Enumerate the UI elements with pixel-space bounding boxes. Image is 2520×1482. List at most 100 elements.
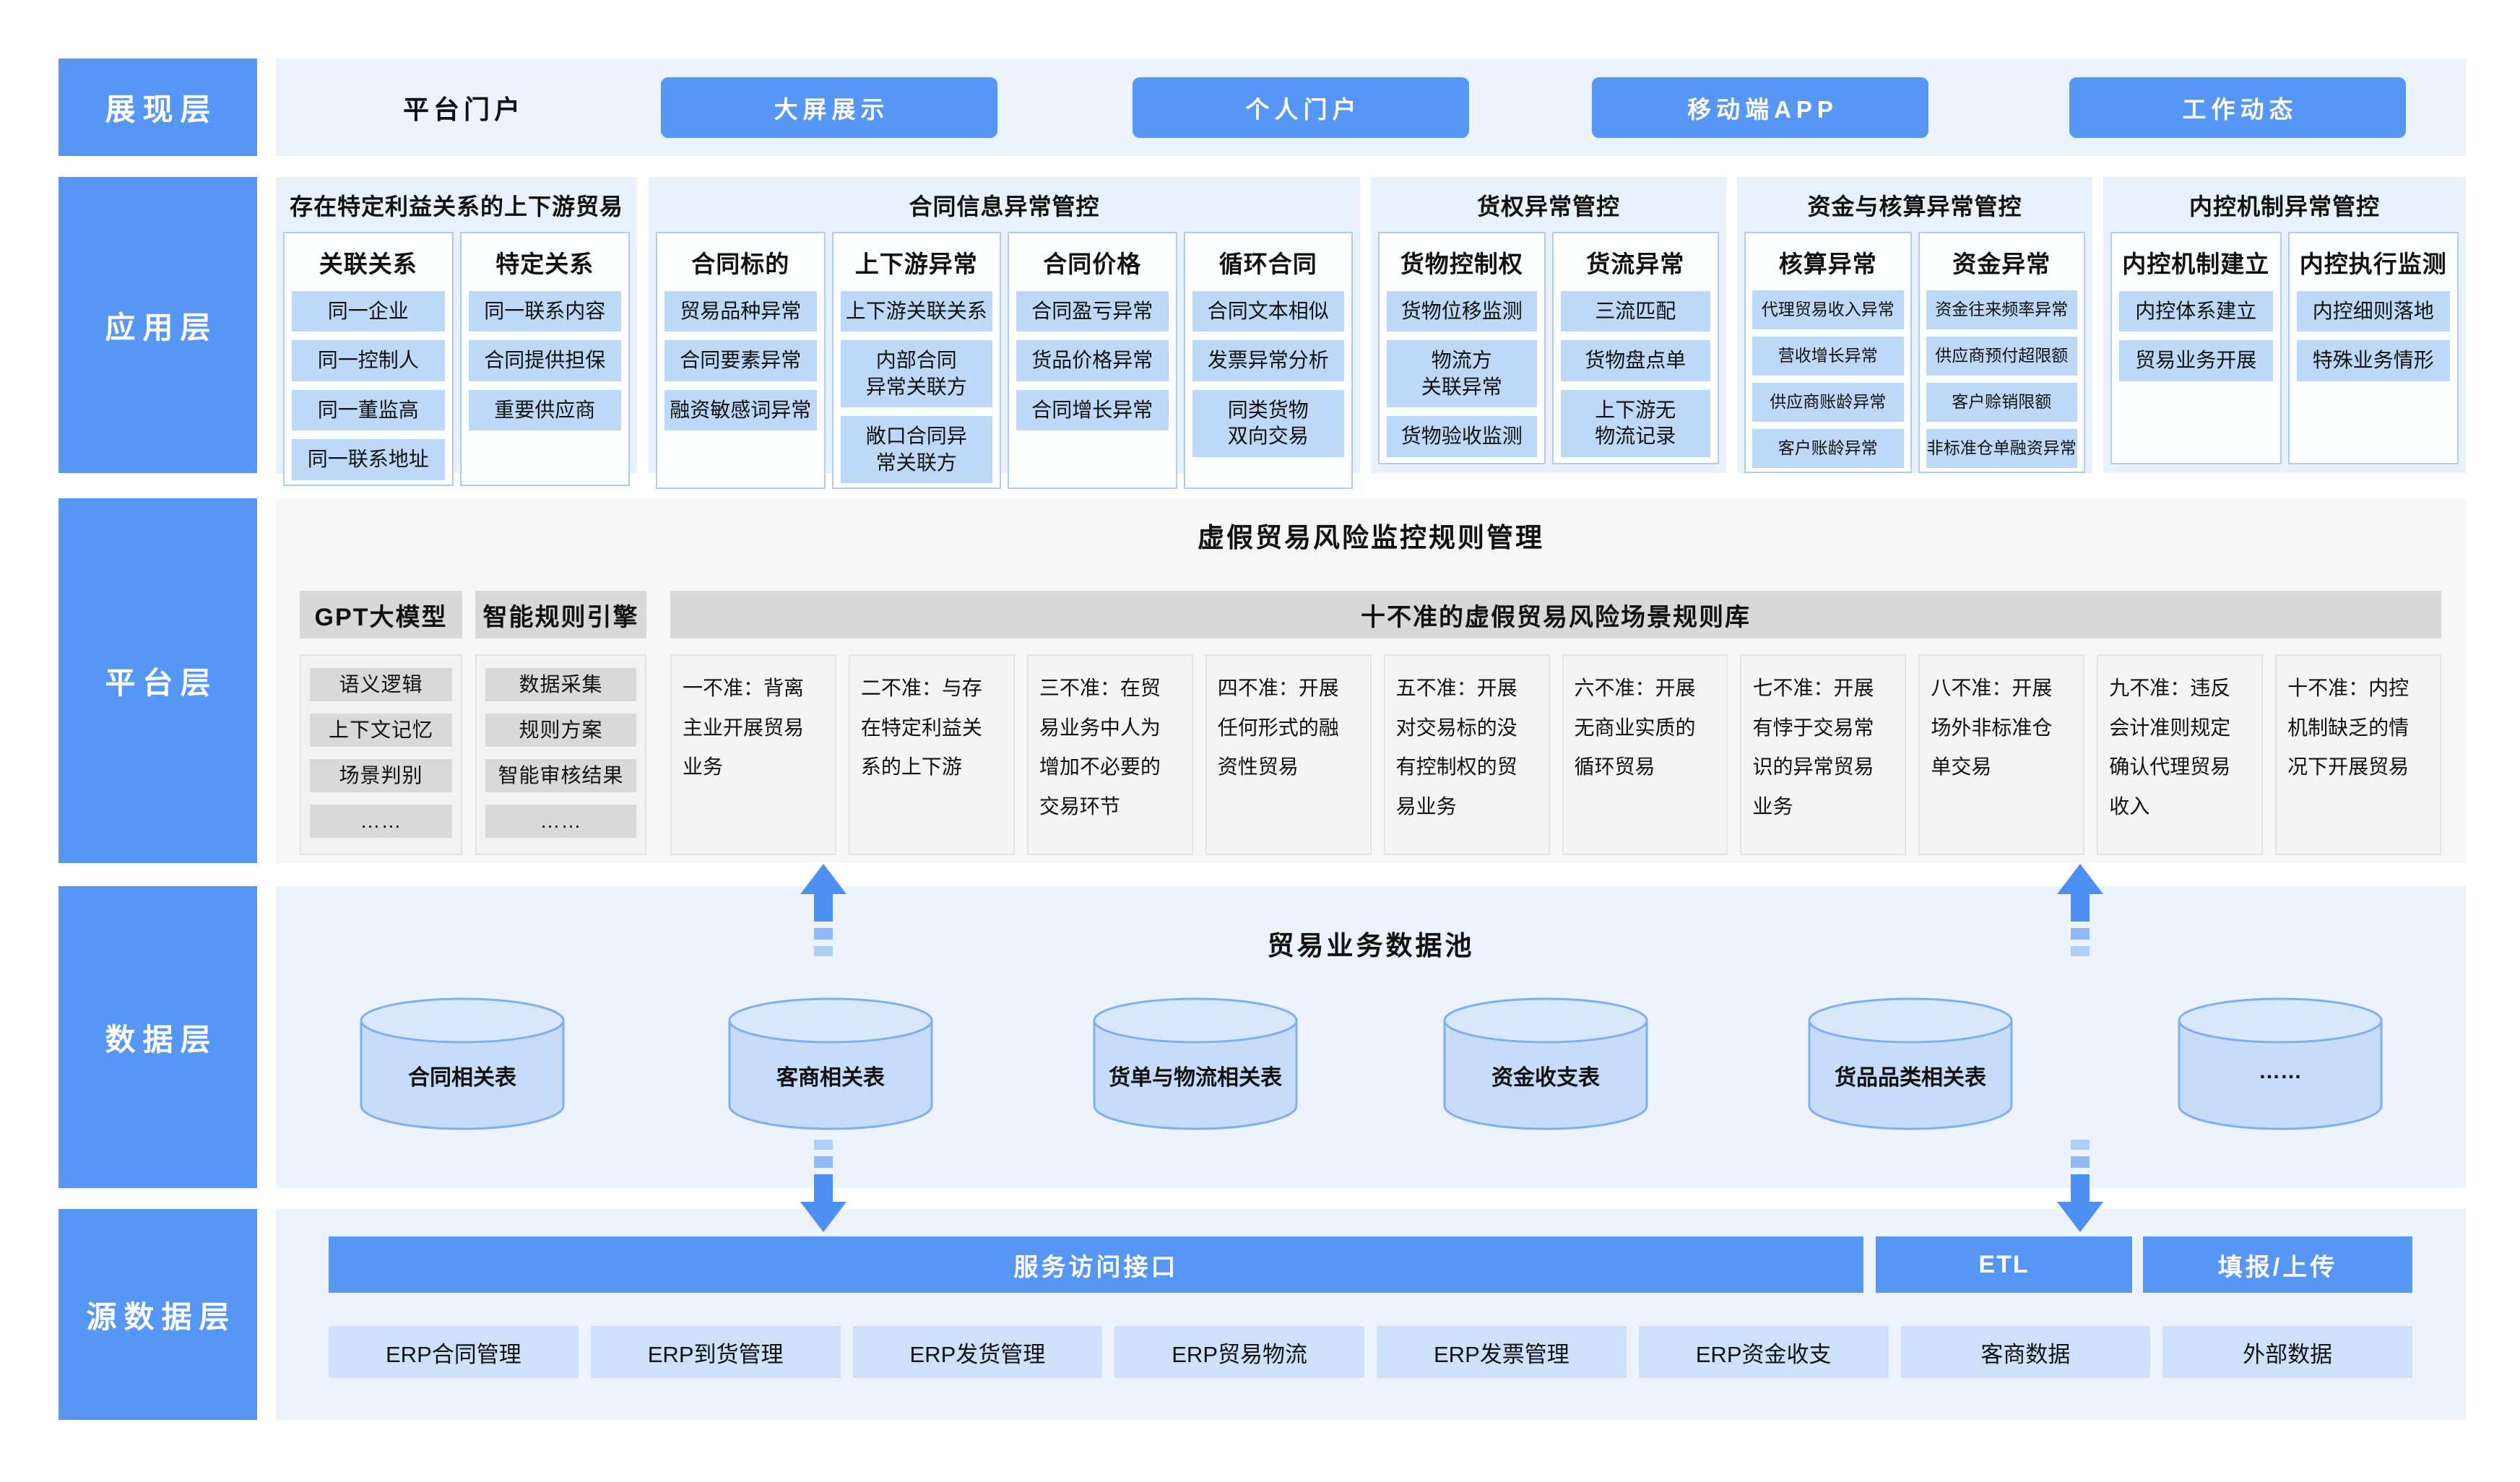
column-specific-relation: 特定关系 同一联系内容 合同提供担保 重要供应商 — [459, 232, 630, 486]
source-system: ERP合同管理 — [329, 1326, 579, 1378]
column-accounting-anomaly: 核算异常 代理贸易收入异常 营收增长异常 供应商账龄异常 客户账龄异常 — [1744, 232, 1912, 473]
sidebar-layer-platform: 平台层 — [59, 498, 257, 863]
column-header: 核算异常 — [1778, 251, 1877, 277]
arrow-down-icon — [800, 1140, 847, 1232]
column-header: 资金异常 — [1952, 251, 2051, 277]
platform-title: 虚假贸易风险监控规则管理 — [1198, 523, 1544, 552]
group-funds-accounting: 资金与核算异常管控 核算异常 代理贸易收入异常 营收增长异常 供应商账龄异常 客… — [1737, 177, 2092, 473]
rule-card-10: 十不准：内控机制缺乏的情况下开展贸易 — [2275, 654, 2442, 855]
source-system: 外部数据 — [2162, 1326, 2412, 1378]
group-title: 货权异常管控 — [1476, 194, 1620, 220]
rule-chip: 贸易品种异常 — [664, 291, 817, 332]
arrow-up-icon — [2057, 864, 2103, 956]
column-relation: 关联关系 同一企业 同一控制人 同一董监高 同一联系地址 — [283, 232, 454, 486]
column-header: 循环合同 — [1218, 251, 1317, 277]
rule-chip: 内部合同 异常关联方 — [840, 340, 992, 408]
cylinder-label: 合同相关表 — [408, 1066, 516, 1090]
column-updown-anomaly: 上下游异常 上下游关联关系 内部合同 异常关联方 敞口合同异 常关联方 — [831, 232, 1001, 489]
source-system: ERP发货管理 — [852, 1326, 1103, 1378]
rule-chip: 客户赊销限额 — [1926, 382, 2077, 422]
group-title: 内控机制异常管控 — [2188, 194, 2380, 220]
rule-chip: 特殊业务情形 — [2296, 340, 2450, 381]
data-pool-title: 贸易业务数据池 — [1267, 931, 1475, 961]
rule-chip: 货物位移监测 — [1387, 291, 1537, 332]
database-cylinder-more: …… — [2172, 993, 2389, 1141]
column-contract-subject: 合同标的 贸易品种异常 合同要素异常 融资敏感词异常 — [656, 232, 826, 489]
cylinder-label: 货品品类相关表 — [1835, 1066, 1986, 1090]
rule-card-9: 九不准：违反会计准则规定确认代理贸易收入 — [2097, 654, 2264, 855]
rule-chip: 货物验收监测 — [1387, 416, 1537, 457]
gpt-model-header: GPT大模型 — [300, 591, 462, 638]
rule-chip: 资金往来频率异常 — [1926, 290, 2077, 329]
column-control-monitor: 内控执行监测 内控细则落地 特殊业务情形 — [2287, 232, 2459, 464]
rule-card-2: 二不准：与存在特定利益关系的上下游 — [848, 654, 1015, 855]
rule-chip: 供应商预付超限额 — [1926, 336, 2077, 376]
sidebar-layer-data: 数据层 — [59, 886, 257, 1188]
cylinder-icon — [1808, 997, 2013, 1130]
rule-chip: 同一企业 — [292, 291, 445, 332]
column-header: 特定关系 — [495, 251, 594, 277]
rule-chip: 客户账龄异常 — [1752, 428, 1904, 468]
source-system: 客商数据 — [1900, 1326, 2151, 1378]
column-contract-price: 合同价格 合同盈亏异常 货品价格异常 合同增长异常 — [1008, 232, 1177, 489]
source-system: ERP贸易物流 — [1114, 1326, 1364, 1378]
data-layer: 贸易业务数据池 合同相关表 客商相关表 货单与物流相关表 — [276, 886, 2466, 1188]
gpt-item: 语义逻辑 — [310, 668, 452, 701]
sidebar-layer-application: 应用层 — [59, 177, 257, 473]
column-header: 合同价格 — [1043, 251, 1142, 277]
arrow-up-icon — [800, 864, 847, 956]
rule-chip: 代理贸易收入异常 — [1752, 290, 1904, 329]
source-system: ERP到货管理 — [590, 1326, 841, 1378]
column-header: 上下游异常 — [854, 251, 978, 277]
cylinder-icon — [360, 997, 565, 1130]
column-header: 内控执行监测 — [2299, 251, 2447, 277]
platform-layer: 虚假贸易风险监控规则管理 GPT大模型 智能规则引擎 十不准的虚假贸易风险场景规… — [276, 498, 2466, 863]
cylinder-label: …… — [2259, 1060, 2302, 1083]
column-funds-anomaly: 资金异常 资金往来频率异常 供应商预付超限额 客户赊销限额 非标准仓单融资异常 — [1918, 232, 2085, 473]
sidebar-layer-presentation: 展现层 — [59, 58, 257, 156]
rule-chip: 合同提供担保 — [468, 340, 621, 381]
rule-card-8: 八不准：开展场外非标准仓单交易 — [1918, 654, 2085, 855]
rule-chip: 货品价格异常 — [1016, 340, 1169, 381]
rule-engine-box: 数据采集 规则方案 智能审核结果 …… — [475, 654, 646, 855]
column-header: 货物控制权 — [1400, 251, 1523, 277]
group-cargo-rights: 货权异常管控 货物控制权 货物位移监测 物流方 关联异常 货物验收监测 货流异常… — [1371, 177, 1726, 473]
source-system: ERP发票管理 — [1377, 1326, 1627, 1378]
etl-bar: ETL — [1876, 1236, 2132, 1293]
column-cargo-flow: 货流异常 三流匹配 货物盘点单 上下游无 物流记录 — [1551, 232, 1719, 464]
database-cylinder-merchant: 客商相关表 — [722, 993, 939, 1141]
rule-chip: 发票异常分析 — [1192, 340, 1344, 381]
rule-chip: 合同文本相似 — [1192, 291, 1344, 332]
personal-portal-button: 个人门户 — [1133, 77, 1469, 138]
gpt-item-ellipsis: …… — [310, 805, 452, 838]
rule-chip: 内控体系建立 — [2119, 291, 2273, 332]
mobile-app-button: 移动端APP — [1592, 77, 1928, 138]
database-cylinder-funds: 资金收支表 — [1437, 993, 1654, 1141]
database-cylinder-goods: 货品品类相关表 — [1802, 993, 2019, 1141]
column-control-setup: 内控机制建立 内控体系建立 贸易业务开展 — [2110, 232, 2282, 464]
source-system: ERP资金收支 — [1638, 1326, 1889, 1378]
rule-chip: 上下游关联关系 — [840, 291, 992, 332]
rule-chip: 同类货物 双向交易 — [1192, 389, 1344, 457]
cylinder-icon — [1093, 997, 1298, 1130]
big-screen-button: 大屏展示 — [661, 77, 997, 138]
rule-chip: 内控细则落地 — [2296, 291, 2450, 332]
rule-chip: 同一联系地址 — [292, 439, 445, 480]
rule-chip: 营收增长异常 — [1752, 336, 1904, 376]
source-data-layer: 服务访问接口 ETL 填报/上传 ERP合同管理 ERP到货管理 ERP发货管理… — [276, 1209, 2466, 1420]
rule-engine-header: 智能规则引擎 — [475, 591, 646, 638]
engine-item-ellipsis: …… — [485, 805, 636, 838]
gpt-item: 场景判别 — [310, 759, 452, 792]
gpt-model-box: 语义逻辑 上下文记忆 场景判别 …… — [300, 654, 462, 855]
rule-card-5: 五不准：开展对交易标的没有控制权的贸易业务 — [1383, 654, 1550, 855]
rule-chip: 贸易业务开展 — [2119, 340, 2273, 381]
rule-library-cards: 一不准：背离主业开展贸易业务 二不准：与存在特定利益关系的上下游 三不准：在贸易… — [670, 654, 2442, 855]
source-systems-row: ERP合同管理 ERP到货管理 ERP发货管理 ERP贸易物流 ERP发票管理 … — [329, 1326, 2412, 1378]
rule-chip: 同一联系内容 — [468, 291, 621, 332]
rule-card-7: 七不准：开展有悖于交易常识的异常贸易业务 — [1740, 654, 1907, 855]
work-dynamics-button: 工作动态 — [2069, 77, 2406, 138]
presentation-layer-panel: 平台门户 大屏展示 个人门户 移动端APP 工作动态 — [276, 58, 2466, 156]
application-layer: 存在特定利益关系的上下游贸易 关联关系 同一企业 同一控制人 同一董监高 同一联… — [276, 177, 2466, 489]
engine-item: 规则方案 — [485, 714, 636, 747]
